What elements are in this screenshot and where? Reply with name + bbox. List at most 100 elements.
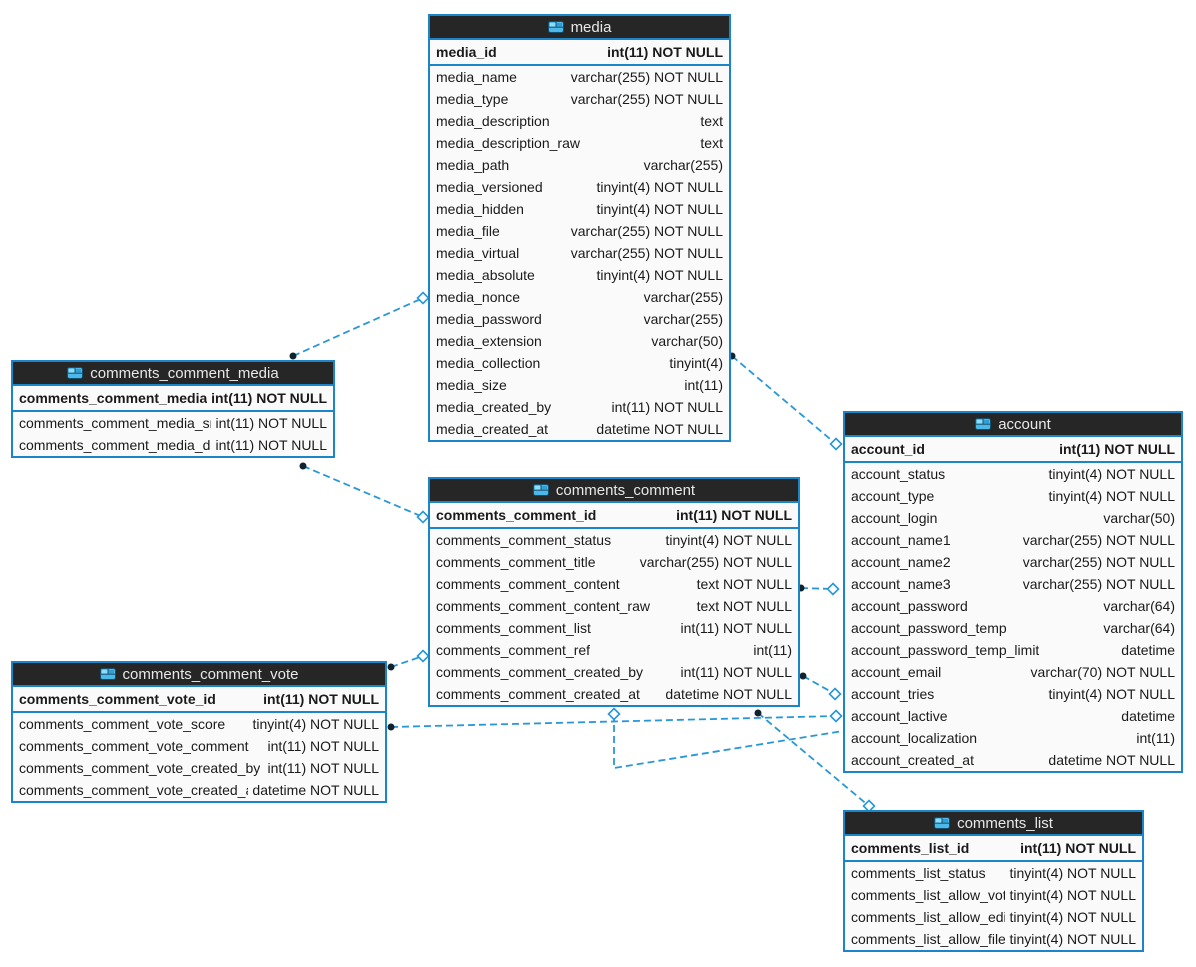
table-title: media — [570, 18, 612, 36]
table-comments_comment_vote: comments_comment_vote comments_comment_vo… — [11, 661, 387, 803]
field-name: comments_comment_vote_score — [19, 716, 226, 732]
field-name: comments_list_allow_edit — [851, 909, 1006, 925]
field-type: text NOT NULL — [696, 576, 792, 592]
relation-endpoint-dot — [754, 709, 762, 717]
relation-endpoint-diamond — [416, 291, 430, 305]
table-header-media[interactable]: media — [430, 16, 729, 40]
relation-line-comments_comment-to-account — [613, 714, 844, 770]
table-icon — [99, 668, 116, 680]
relation-endpoint-diamond — [829, 709, 843, 723]
field-type: tinyint(4) NOT NULL — [1048, 686, 1175, 702]
field-name: account_localization — [851, 730, 978, 746]
field-name: account_type — [851, 488, 935, 504]
field-name: media_type — [436, 91, 509, 107]
field-row: comments_comment_vote_score tinyint(4) NO… — [13, 713, 385, 735]
field-name: comments_comment_vote_id — [19, 691, 216, 707]
field-type: varchar(50) — [651, 333, 723, 349]
field-name: account_email — [851, 664, 942, 680]
field-name: account_name2 — [851, 554, 951, 570]
field-type: varchar(255) — [643, 289, 723, 305]
table-header-comments_comment[interactable]: comments_comment — [430, 479, 798, 503]
relation-endpoint-diamond — [416, 510, 430, 524]
field-name: media_versioned — [436, 179, 543, 195]
field-name: comments_comment_content — [436, 576, 620, 592]
field-type: varchar(50) — [1103, 510, 1175, 526]
field-name: comments_comment_status — [436, 532, 612, 548]
field-type: varchar(255) NOT NULL — [1022, 576, 1175, 592]
field-name: account_name3 — [851, 576, 951, 592]
field-type: varchar(255) NOT NULL — [570, 91, 723, 107]
field-type: varchar(255) NOT NULL — [570, 69, 723, 85]
table-header-account[interactable]: account — [845, 413, 1181, 437]
field-name: account_name1 — [851, 532, 951, 548]
relation-endpoint-diamond — [416, 649, 430, 663]
field-type: varchar(255) NOT NULL — [1022, 554, 1175, 570]
field-name: media_size — [436, 377, 507, 393]
field-name: comments_comment_list — [436, 620, 591, 636]
field-type: varchar(64) — [1103, 598, 1175, 614]
table-title: account — [998, 415, 1051, 433]
relation-endpoint-diamond — [826, 582, 840, 596]
field-type: int(11) NOT NULL — [267, 760, 379, 776]
field-name: comments_comment_created_by — [436, 664, 643, 680]
field-name: comments_comment_media_id — [19, 390, 208, 406]
table-title: comments_comment_vote — [122, 665, 299, 683]
field-type: tinyint(4) NOT NULL — [665, 532, 792, 548]
field-type: datetime NOT NULL — [596, 421, 723, 437]
table-header-comments_comment_vote[interactable]: comments_comment_vote — [13, 663, 385, 687]
field-type: int(11) NOT NULL — [680, 664, 792, 680]
field-type: int(11) NOT NULL — [611, 399, 723, 415]
relation-endpoint-dot — [387, 663, 395, 671]
relation-endpoint-dot — [299, 462, 307, 470]
pk-row: comments_comment_vote_id int(11) NOT NULL — [13, 687, 385, 713]
field-name: account_password_temp — [851, 620, 1007, 636]
field-name: comments_comment_media_dst — [19, 437, 212, 453]
field-row: comments_comment_content text NOT NULL — [430, 573, 798, 595]
field-name: media_password — [436, 311, 542, 327]
table-header-comments_comment_media[interactable]: comments_comment_media — [13, 362, 333, 386]
field-type: tinyint(4) NOT NULL — [252, 716, 379, 732]
field-name: media_hidden — [436, 201, 524, 217]
field-name: media_id — [436, 44, 497, 60]
field-name: comments_list_status — [851, 865, 986, 881]
field-row: comments_comment_status tinyint(4) NOT NU… — [430, 529, 798, 551]
field-type: varchar(255) NOT NULL — [570, 245, 723, 261]
field-type: tinyint(4) NOT NULL — [1048, 466, 1175, 482]
field-type: tinyint(4) — [669, 355, 723, 371]
field-type: int(11) NOT NULL — [263, 691, 379, 707]
field-name: comments_comment_vote_comment — [19, 738, 249, 754]
table-header-comments_list[interactable]: comments_list — [845, 812, 1142, 836]
relation-endpoint-diamond — [829, 437, 843, 451]
field-type: int(11) — [753, 642, 792, 658]
relation-endpoint-dot — [387, 723, 395, 731]
field-name: comments_list_id — [851, 840, 970, 856]
field-row: account_name3 varchar(255) NOT NULL — [845, 573, 1181, 595]
field-type: int(11) NOT NULL — [676, 507, 792, 523]
